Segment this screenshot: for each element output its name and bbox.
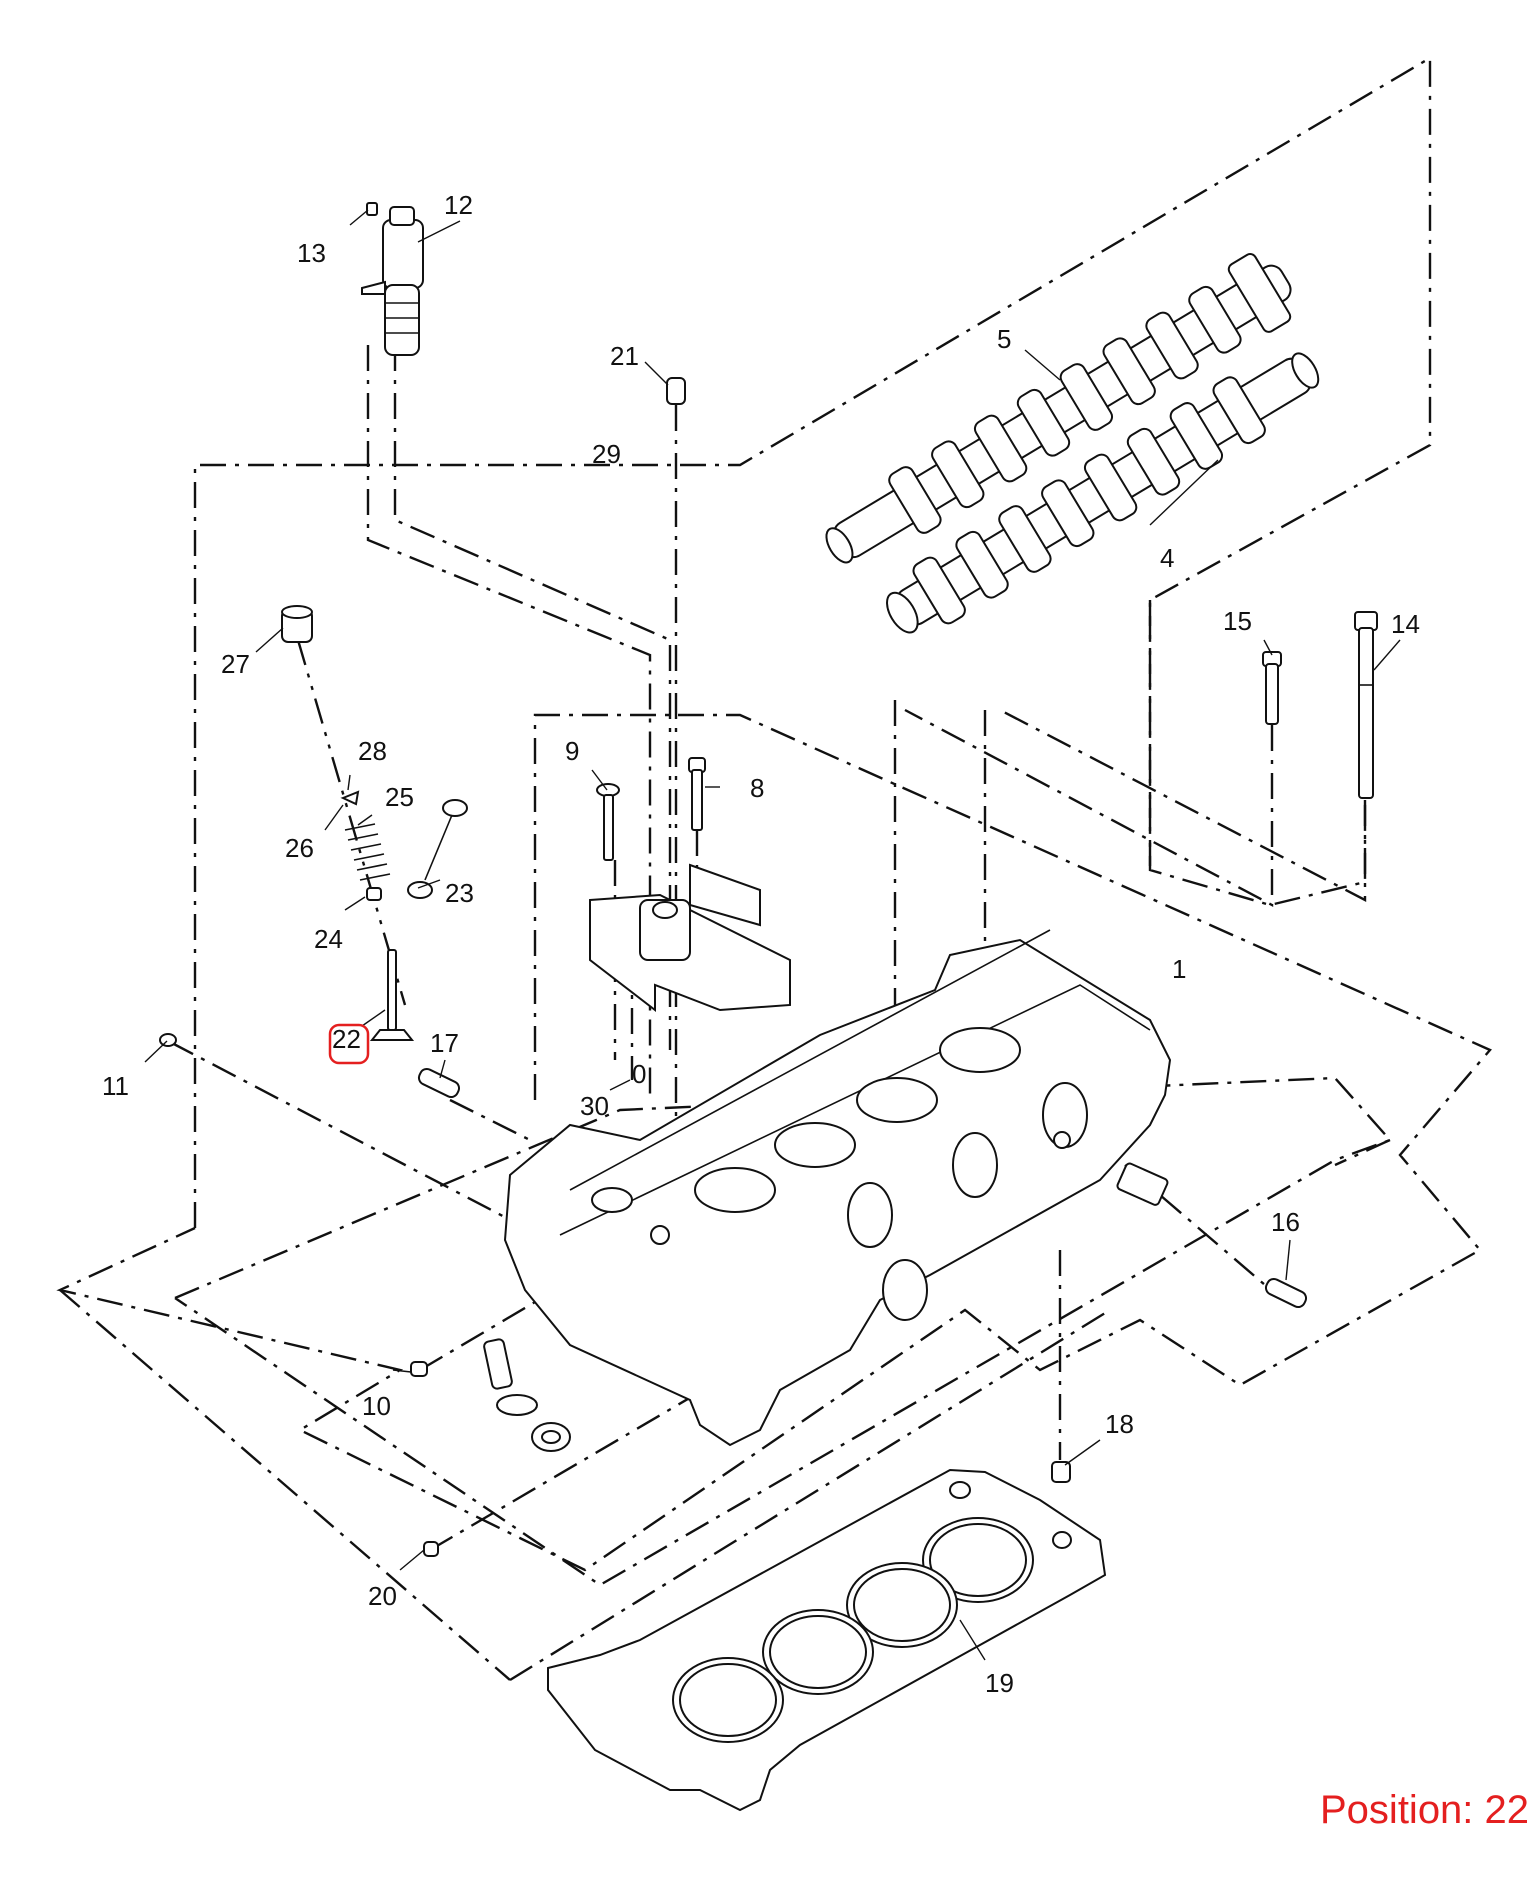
oil-control-solenoid-12 — [361, 206, 424, 356]
callout-29: 29 — [592, 439, 621, 469]
callout-23: 23 — [445, 878, 474, 908]
dowel-10 — [410, 1361, 428, 1377]
stud-17 — [417, 1067, 461, 1099]
callout-13: 13 — [297, 238, 326, 268]
callout-11: 11 — [102, 1071, 129, 1101]
callout-30: 30 — [580, 1091, 609, 1121]
tube-and-seals — [483, 1338, 571, 1452]
callout-24: 24 — [314, 924, 343, 954]
callout-21: 21 — [610, 341, 639, 371]
callout-16: 16 — [1271, 1207, 1300, 1237]
callout-20: 20 — [368, 1581, 397, 1611]
callout-12: 12 — [444, 190, 473, 220]
callout-8: 8 — [750, 773, 764, 803]
callout-4: 4 — [1160, 543, 1174, 573]
callout-22: 22 — [332, 1024, 361, 1054]
position-highlight-box — [328, 1023, 370, 1065]
head-gasket-19 — [547, 1468, 1107, 1812]
callout-labels: 1 4 5 8 9 10 11 12 13 14 15 16 17 18 19 … — [102, 190, 1420, 1698]
bolt-8 — [688, 757, 706, 831]
bolt-9 — [596, 783, 620, 861]
callout-27: 27 — [221, 649, 250, 679]
camshaft-5 — [825, 253, 1292, 564]
callout-14: 14 — [1391, 609, 1420, 639]
valve-spring-25 — [344, 823, 391, 881]
callout-17: 17 — [430, 1028, 459, 1058]
valve-22 — [369, 949, 415, 1041]
camshaft-4 — [886, 352, 1320, 634]
bolt-15 — [1262, 651, 1282, 725]
callout-5: 5 — [997, 324, 1011, 354]
valve-23 — [407, 799, 468, 899]
valve-seal-24 — [366, 887, 382, 901]
stud-16 — [1264, 1277, 1308, 1309]
bolt-13 — [366, 202, 378, 216]
dowel-11 — [159, 1033, 177, 1047]
callout-0: 0 — [632, 1059, 646, 1089]
position-label: Position: 22 — [1320, 1788, 1529, 1832]
leader-lines — [144, 209, 1401, 1661]
dowel-18 — [1051, 1461, 1071, 1483]
dowel-21 — [666, 377, 686, 405]
cylinder-head-1 — [503, 929, 1172, 1447]
valve-lifter-27 — [281, 605, 313, 643]
valve-keeper-28 — [340, 790, 360, 806]
long-bolt-14 — [1354, 611, 1378, 799]
callout-18: 18 — [1105, 1409, 1134, 1439]
dowel-20 — [423, 1541, 439, 1557]
callout-28: 28 — [358, 736, 387, 766]
callout-10: 10 — [362, 1391, 391, 1421]
callout-9: 9 — [565, 736, 579, 766]
callout-26: 26 — [285, 833, 314, 863]
callout-25: 25 — [385, 782, 414, 812]
camshaft-bearing-cap — [589, 863, 791, 1013]
callout-1: 1 — [1172, 954, 1186, 984]
callout-15: 15 — [1223, 606, 1252, 636]
callout-19: 19 — [985, 1668, 1014, 1698]
